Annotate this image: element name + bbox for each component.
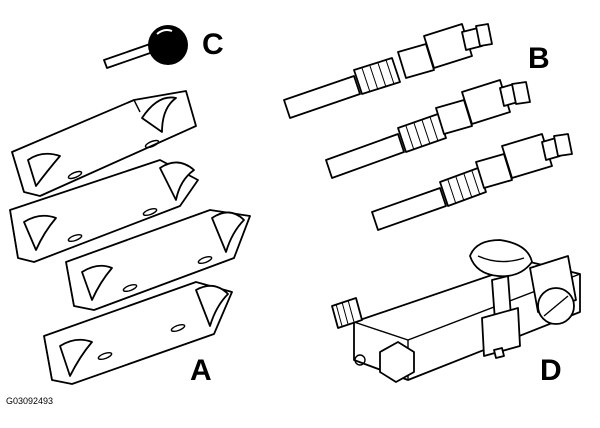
label-c: C <box>202 28 224 61</box>
label-b: B <box>528 42 550 75</box>
figure-id: G03092493 <box>6 396 54 406</box>
label-d: D <box>540 354 562 387</box>
label-a: A <box>190 354 212 387</box>
tool-b-pin-1 <box>283 23 493 119</box>
tool-a-bracket-3 <box>65 209 251 311</box>
tool-a-bracket-1 <box>11 90 197 197</box>
tool-a-bracket-2 <box>9 159 199 263</box>
tool-a-bracket-4 <box>43 281 233 385</box>
tool-c-pin <box>103 25 188 69</box>
tool-d-adapter <box>331 239 581 383</box>
tool-b-pin-2 <box>325 79 531 179</box>
tool-b-pin-3 <box>371 133 573 231</box>
